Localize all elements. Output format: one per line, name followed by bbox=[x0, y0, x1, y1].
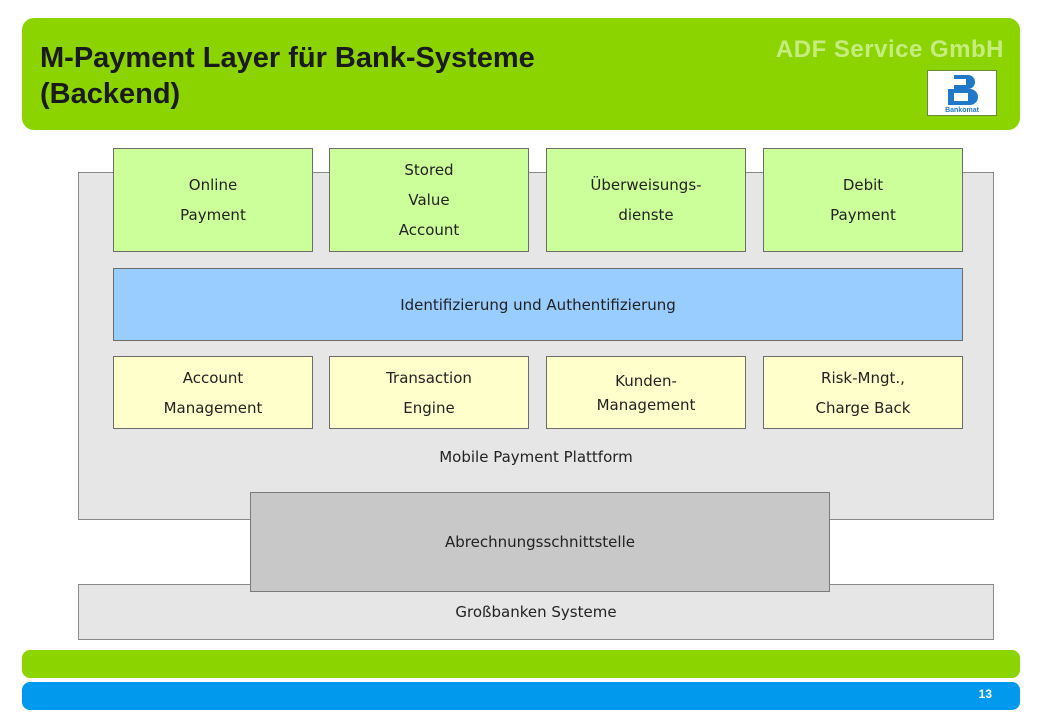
module-transaction-engine: Transaction Engine bbox=[329, 356, 529, 429]
platform-label: Mobile Payment Plattform bbox=[439, 448, 633, 466]
service-debit-payment: Debit Payment bbox=[763, 148, 963, 252]
page-title: M-Payment Layer für Bank-Systeme (Backen… bbox=[40, 40, 640, 112]
identification-authentication-layer: Identifizierung und Authentifizierung bbox=[113, 268, 963, 341]
service-stored-value-account: Stored Value Account bbox=[329, 148, 529, 252]
header-banner bbox=[22, 18, 1020, 130]
page-number: 13 bbox=[978, 687, 992, 701]
service-ueberweisungsdienste: Überweisungs- dienste bbox=[546, 148, 746, 252]
title-line-2: (Backend) bbox=[40, 78, 181, 110]
bank-systems: Großbanken Systeme bbox=[78, 584, 994, 640]
company-name: ADF Service GmbH bbox=[775, 36, 1004, 63]
logo-text: Bankomat bbox=[945, 107, 980, 114]
bankomat-logo: Bankomat bbox=[927, 70, 997, 116]
footer-green-bar bbox=[22, 650, 1020, 678]
footer-blue-bar bbox=[22, 682, 1020, 710]
module-account-management: Account Management bbox=[113, 356, 313, 429]
service-online-payment: Online Payment bbox=[113, 148, 313, 252]
module-risk-management: Risk-Mngt., Charge Back bbox=[763, 356, 963, 429]
title-line-1: M-Payment Layer für Bank-Systeme bbox=[40, 42, 535, 74]
module-kunden-management: Kunden- Management bbox=[546, 356, 746, 429]
billing-interface: Abrechnungsschnittstelle bbox=[250, 492, 830, 592]
